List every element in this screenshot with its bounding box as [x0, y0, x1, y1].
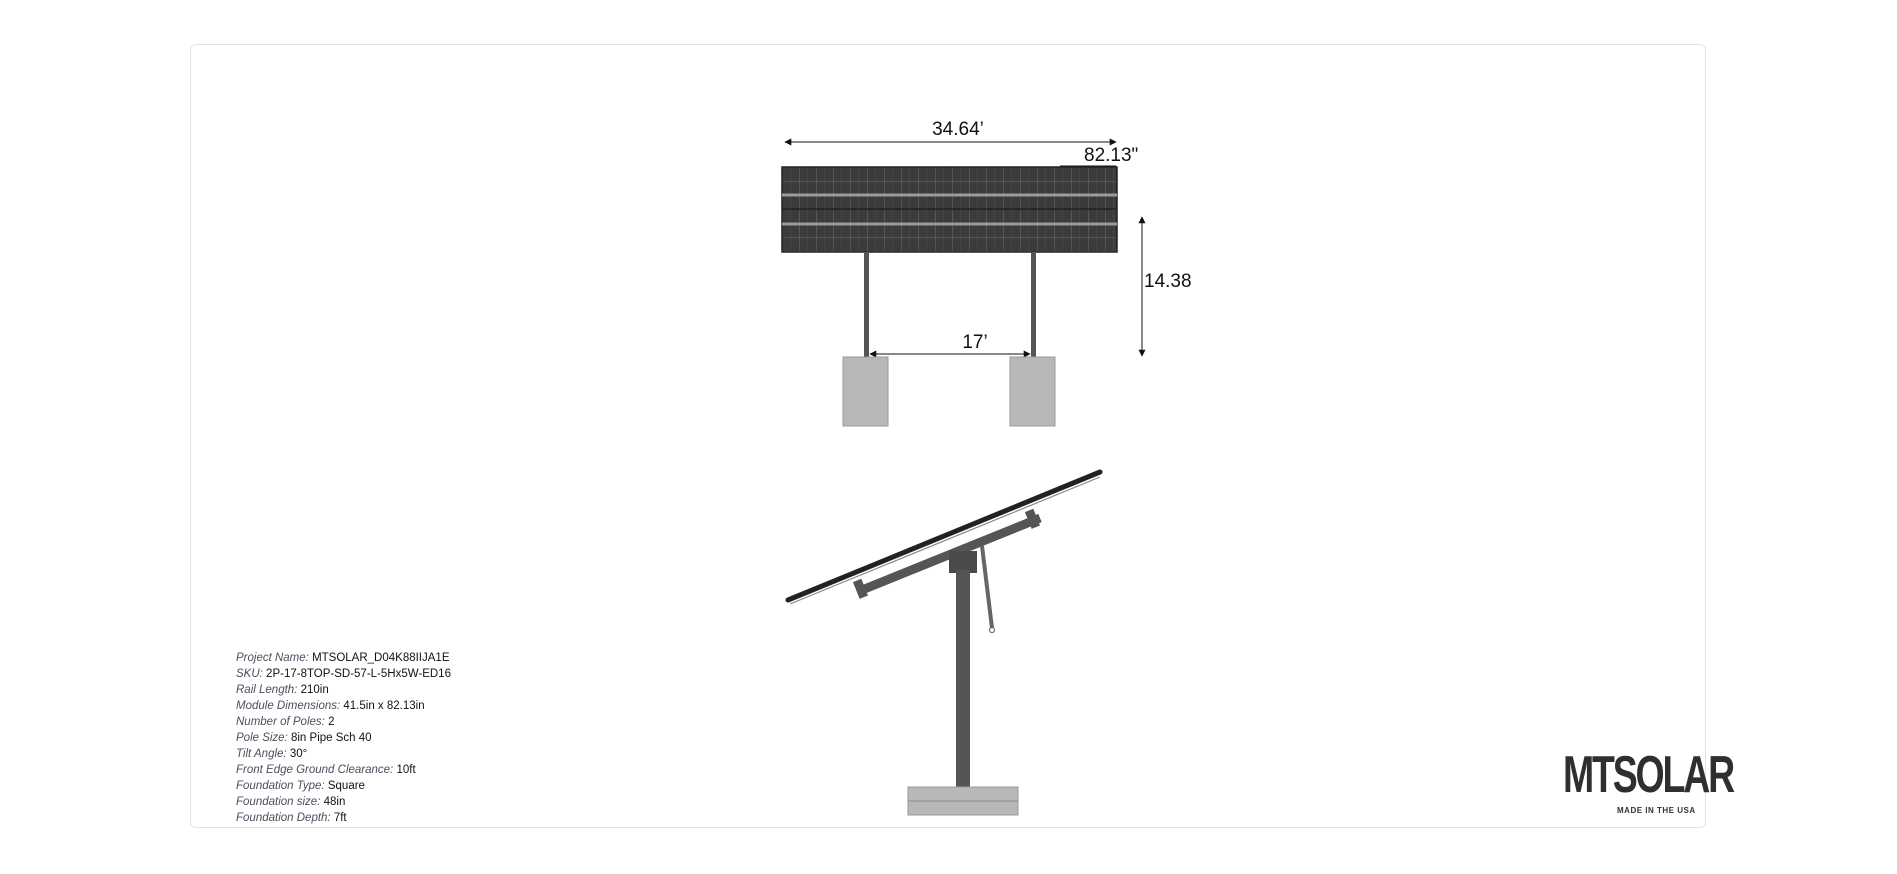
- spec-value: 41.5in x 82.13in: [343, 700, 425, 712]
- spec-row: Module Dimensions: 41.5in x 82.13in: [236, 698, 451, 714]
- spec-value: 30°: [289, 748, 308, 760]
- pole-right: [1031, 252, 1036, 358]
- spec-value: 2P-17-8TOP-SD-57-L-5Hx5W-ED16: [266, 668, 451, 680]
- spec-value: 8in Pipe Sch 40: [290, 732, 372, 744]
- spec-row: Foundation Depth: 7ft: [236, 810, 451, 826]
- pivot-head: [949, 551, 977, 573]
- pole-spacing-label: 17’: [962, 332, 987, 353]
- height-label: 14.38: [1144, 271, 1192, 292]
- logo-wordmark: MTSOLAR: [1563, 746, 1735, 804]
- logo-tagline: MADE IN THE USA: [1617, 806, 1696, 815]
- side-pole: [956, 570, 970, 788]
- spec-label: Foundation Depth:: [236, 812, 331, 824]
- spec-row: Pole Size: 8in Pipe Sch 40: [236, 730, 451, 746]
- spec-value: MTSOLAR_D04K88IIJA1E: [312, 652, 450, 664]
- spec-row: Rail Length: 210in: [236, 682, 451, 698]
- bracket-front: [852, 578, 869, 599]
- tilt-actuator: [980, 545, 994, 629]
- spec-label: Front Edge Ground Clearance:: [236, 764, 394, 776]
- front-elevation: 34.64’ 82.13" 17’ 14.38: [781, 119, 1192, 427]
- spec-value: 210in: [300, 684, 329, 696]
- spec-value: 7ft: [333, 812, 347, 824]
- spec-label: Foundation size:: [236, 796, 321, 808]
- tilted-panel: [785, 469, 1103, 603]
- spec-row: Front Edge Ground Clearance: 10ft: [236, 762, 451, 778]
- spec-row: Foundation size: 48in: [236, 794, 451, 810]
- spec-value: 2: [328, 716, 335, 728]
- spec-value: 10ft: [396, 764, 416, 776]
- mtsolar-logo: MTSOLAR MADE IN THE USA: [1563, 744, 1735, 818]
- spec-label: SKU:: [236, 668, 263, 680]
- spec-value: 48in: [323, 796, 346, 808]
- spec-label: Pole Size:: [236, 732, 288, 744]
- spec-label: Rail Length:: [236, 684, 298, 696]
- spec-label: Foundation Type:: [236, 780, 325, 792]
- module-length-label: 82.13": [1084, 145, 1138, 166]
- spec-label: Number of Poles:: [236, 716, 325, 728]
- actuator-end: [989, 627, 995, 633]
- spec-value: Square: [327, 780, 365, 792]
- spec-row: Number of Poles: 2: [236, 714, 451, 730]
- spec-row: Foundation Type: Square: [236, 778, 451, 794]
- spec-row: Tilt Angle: 30°: [236, 746, 451, 762]
- foundation-left: [842, 356, 889, 427]
- bracket-back: [1024, 508, 1041, 529]
- spec-row: SKU: 2P-17-8TOP-SD-57-L-5Hx5W-ED16: [236, 666, 451, 682]
- tilted-panel-edge: [789, 476, 1101, 605]
- foundation-right: [1009, 356, 1056, 427]
- spec-label: Tilt Angle:: [236, 748, 287, 760]
- pole-left: [864, 252, 869, 358]
- spec-label: Project Name:: [236, 652, 309, 664]
- spec-row: Project Name: MTSOLAR_D04K88IIJA1E: [236, 650, 451, 666]
- spec-label: Module Dimensions:: [236, 700, 341, 712]
- side-elevation: [785, 469, 1103, 816]
- overall-width-label: 34.64’: [932, 119, 984, 140]
